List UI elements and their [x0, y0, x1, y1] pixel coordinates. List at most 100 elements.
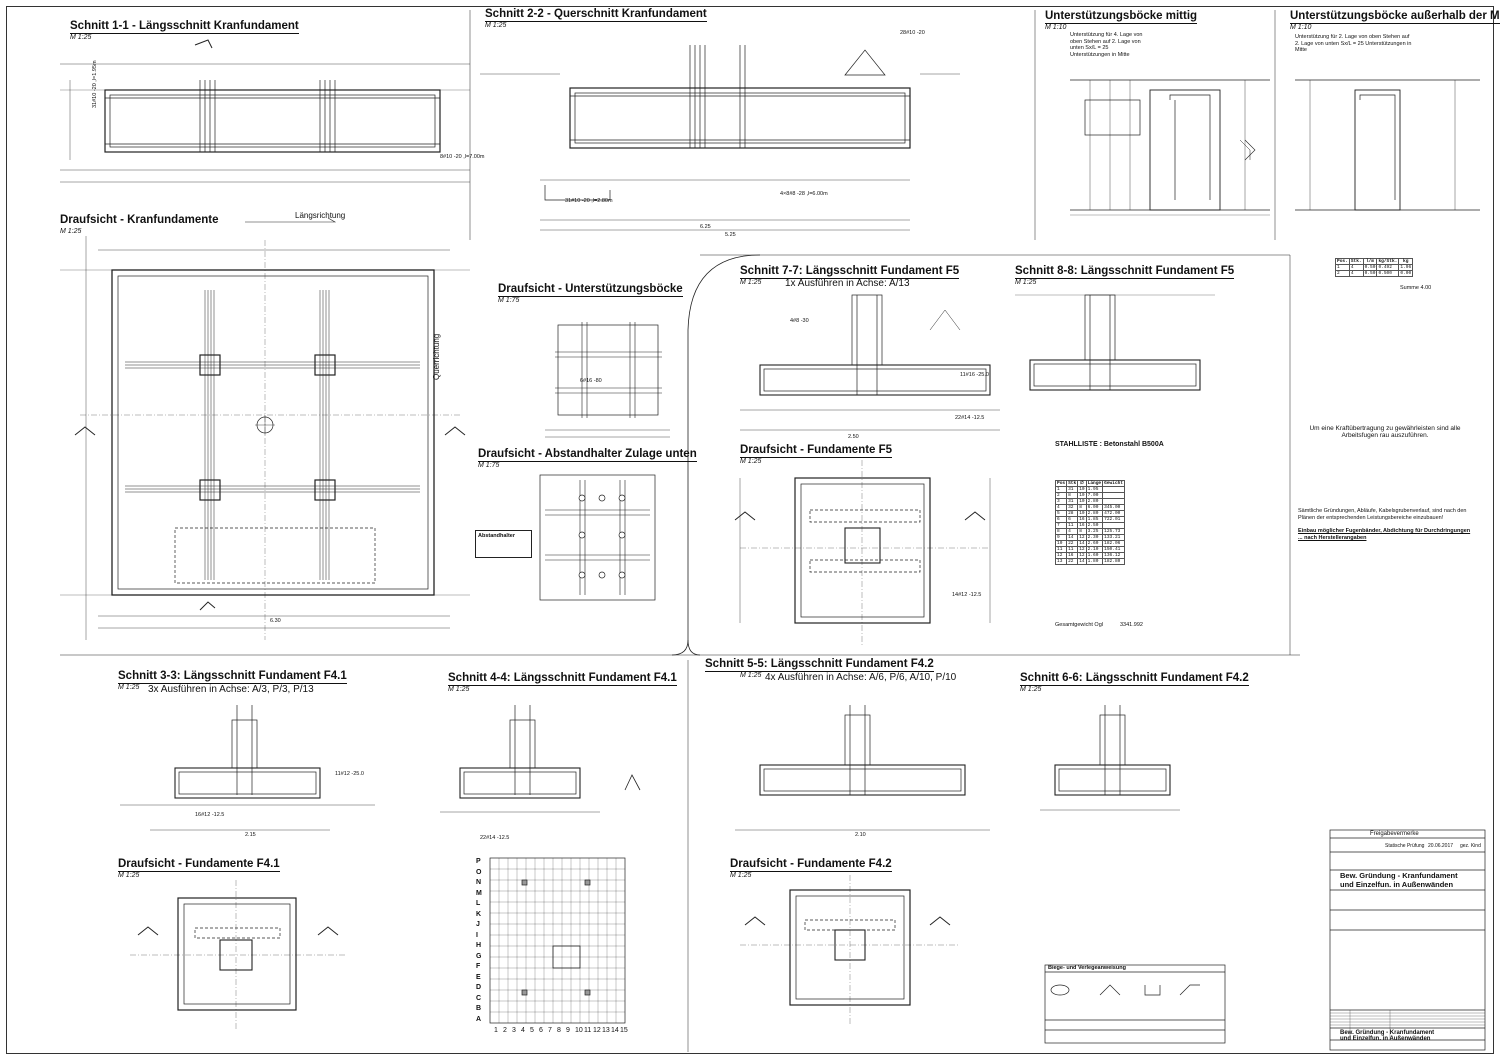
hinweis-kraftuebertragung: Um eine Kraftübertragung zu gewährleiste… — [1309, 425, 1461, 439]
axis-letter: C — [476, 994, 482, 1002]
abstandhalter-header-cell: Pos. — [1335, 258, 1350, 265]
ub-ausserhalb-note: Unterstützung für 2. Lage von oben Stehe… — [1295, 34, 1412, 53]
stahlliste-header-cell: Gewicht — [1102, 480, 1126, 487]
project-title-1: Bew. Gründung - Kranfundament — [1340, 871, 1458, 880]
querrichtung-label: Querrichtung — [432, 333, 441, 380]
stahlliste-sum-label: Gesamtgewicht Ogl — [1055, 622, 1103, 628]
section-title-44: Schnitt 4-4: Längsschnitt Fundament F4.1 — [448, 672, 677, 686]
stahlliste-cell: 12 — [1077, 534, 1087, 541]
stahlliste-cell: 22 — [1066, 558, 1079, 565]
axis-letter: G — [476, 952, 482, 960]
stahlliste-cell: 10 — [1077, 510, 1087, 517]
axis-letter: D — [476, 984, 482, 991]
axis-number: 10 — [575, 1027, 583, 1034]
section-title-77: Schnitt 7-7: Längsschnitt Fundament F5 — [740, 265, 960, 279]
freigabe-label: Freigabevermerke — [1370, 831, 1419, 837]
project-title-2: und Einzelfun. in Außenwänden — [1340, 880, 1454, 889]
section-title-draufsicht-kran: Draufsicht - Kranfundamente — [60, 214, 219, 226]
section-title-draufsicht-abst: Draufsicht - Abstandhalter Zulage unten — [478, 448, 697, 462]
section-title-draufsicht-f5: Draufsicht - Fundamente F5 — [740, 444, 893, 458]
callout-pos5: 28#10 -20 — [900, 30, 925, 36]
stahlliste-header-cell: Stk — [1066, 480, 1079, 487]
section-scale-77: M 1:25 — [740, 279, 762, 286]
callout-pos9: 14#12 -12.5 — [952, 592, 982, 598]
axis-number: 7 — [548, 1027, 552, 1034]
section-title-draufsicht-ub: Draufsicht - Unterstützungsböcke — [498, 283, 683, 297]
abstandhalter-header-cell: kg/Stk. — [1376, 258, 1400, 265]
axis-number: 13 — [602, 1027, 610, 1034]
section-title-88: Schnitt 8-8: Längsschnitt Fundament F5 — [1015, 265, 1235, 279]
laengsrichtung-label: Längsrichtung — [295, 211, 346, 220]
callout-pos3: 31#10 -20 ,l=2.80m — [565, 198, 613, 204]
abstandhalter-cell: 1.96 — [1398, 264, 1414, 271]
section-sub-77: 1x Ausführen in Achse: A/13 — [785, 278, 910, 289]
axis-letter: N — [476, 879, 482, 886]
axis-letter: B — [476, 1005, 482, 1012]
callout-pos4: 4×8#8 -28 ,l=6.00m — [780, 191, 828, 197]
statik-date: 20.06.2017 — [1428, 843, 1454, 849]
drawing-frame — [6, 6, 1494, 1054]
section-scale-ub-mittig: M 1:10 — [1045, 24, 1067, 31]
axis-letter: M — [476, 889, 482, 897]
section-scale-33: M 1:25 — [118, 684, 140, 691]
callout-pos11: 11#12 -25.0 — [335, 771, 364, 777]
axis-letter: H — [476, 942, 482, 949]
section-scale-draufsicht-f5: M 1:25 — [740, 458, 762, 465]
stahlliste-cell: 10 — [1077, 498, 1087, 505]
axis-number: 8 — [557, 1027, 561, 1034]
axis-letter: P — [476, 858, 481, 865]
dim-250: 2.50 — [848, 434, 859, 440]
section-title-22: Schnitt 2-2 - Querschnitt Kranfundament — [485, 8, 707, 22]
stahlliste-cell: 13 — [1054, 558, 1068, 565]
stahlliste-header-cell: Länge — [1085, 480, 1104, 487]
axis-number: 15 — [620, 1027, 628, 1034]
axis-number: 6 — [539, 1027, 543, 1034]
callout-pos7: 11#16 -25.0 — [960, 372, 989, 378]
axis-letter: E — [476, 973, 481, 981]
section-scale-ub-ausserhalb: M 1:10 — [1290, 24, 1312, 31]
abstandhalter-sum: Summe 4.00 — [1400, 285, 1432, 291]
section-title-draufsicht-f42: Draufsicht - Fundamente F4.2 — [730, 858, 892, 872]
axis-number: 12 — [593, 1027, 601, 1034]
stahlliste-cell: 12 — [1077, 546, 1087, 553]
section-scale-draufsicht-kran: M 1:25 — [60, 228, 82, 235]
stahlliste-cell: 16 — [1077, 516, 1087, 523]
section-scale-88: M 1:25 — [1015, 279, 1037, 286]
abstandhalter-label: Abstandhalter — [478, 533, 515, 539]
stahlliste-cell: 10 — [1077, 486, 1087, 493]
axis-number: 1 — [494, 1027, 498, 1034]
project-footer-1: Bew. Gründung - Kranfundament — [1340, 1030, 1435, 1036]
callout-pos10: 22#14 -12.5 — [955, 415, 985, 421]
abstandhalter-cell: 0.50 — [1362, 264, 1378, 271]
section-scale-draufsicht-abst: M 1:75 — [478, 462, 500, 469]
axis-number: 11 — [584, 1027, 592, 1034]
callout-pos1: 31#10 -20 ,l=1.95m — [92, 60, 98, 108]
stahlliste-header-cell: Pos — [1054, 480, 1068, 487]
axis-number: 5 — [530, 1027, 534, 1034]
section-title-66: Schnitt 6-6: Längsschnitt Fundament F4.2 — [1020, 672, 1249, 686]
section-scale-11: M 1:25 — [70, 34, 92, 41]
biege-title: Biege- und Verlegeanweisung — [1048, 965, 1126, 971]
section-title-33: Schnitt 3-3: Längsschnitt Fundament F4.1 — [118, 670, 347, 684]
ub-mittig-note: Unterstützung für 4. Lage von oben Stehe… — [1070, 32, 1143, 58]
dim-525: 5.25 — [725, 232, 736, 238]
section-title-draufsicht-f41: Draufsicht - Fundamente F4.1 — [118, 858, 280, 872]
section-scale-draufsicht-f41: M 1:25 — [118, 872, 140, 879]
section-scale-22: M 1:25 — [485, 22, 507, 29]
axis-letter: L — [476, 900, 481, 907]
section-scale-draufsicht-f42: M 1:25 — [730, 872, 752, 879]
stahlliste-sum-value: 3341.992 — [1120, 622, 1143, 628]
section-scale-66: M 1:25 — [1020, 686, 1042, 693]
axis-letter: A — [476, 1015, 482, 1023]
callout-pos13: 22#14 -12.5 — [480, 835, 510, 841]
statik-label: Statische Prüfung — [1385, 843, 1425, 849]
hinweis-gruendungen: Sämtliche Gründungen, Abläufe, Kabelsgru… — [1298, 508, 1467, 521]
